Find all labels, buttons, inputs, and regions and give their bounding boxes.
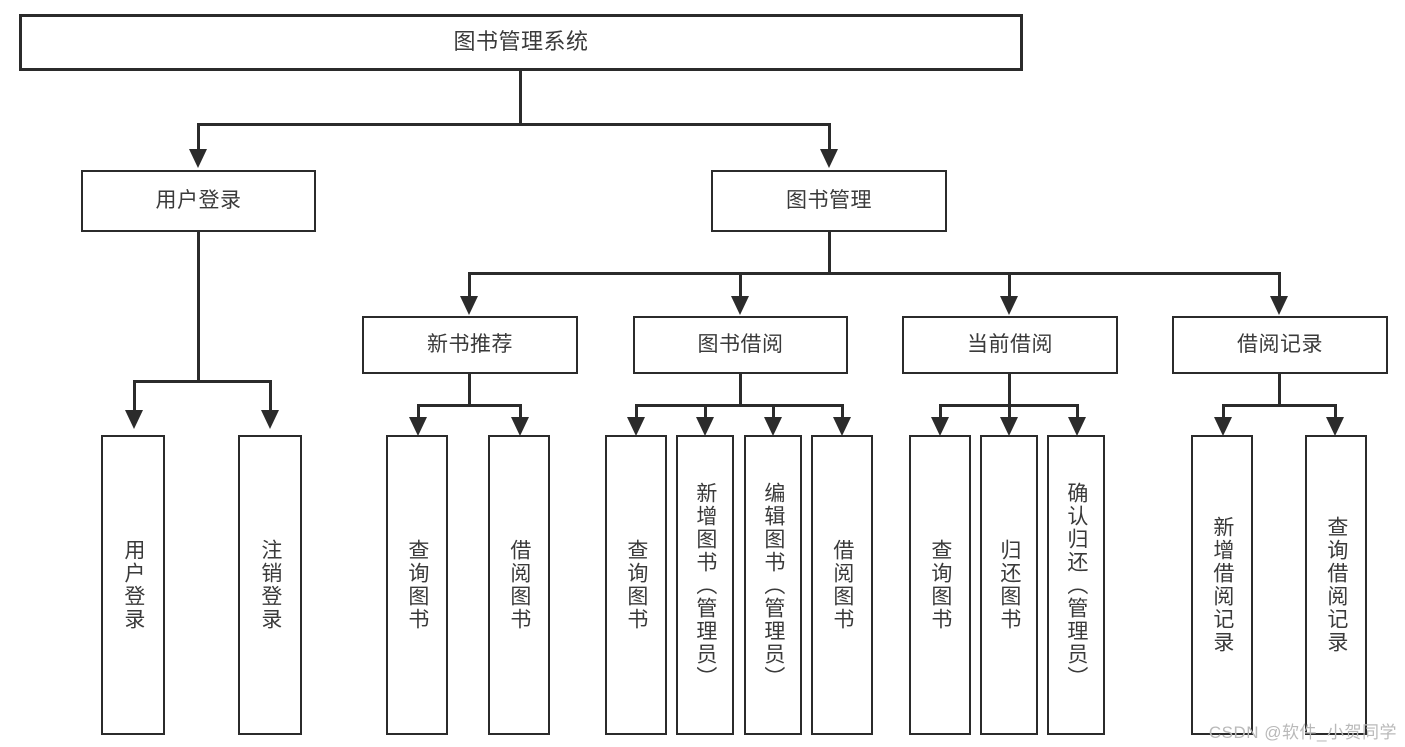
arrowhead-bb-leaf-2 [696,417,714,436]
connector-nbr-drop-1 [417,404,420,420]
connector-root-drop-user [197,123,200,151]
leaf-label: 归还图书 [997,539,1021,631]
arrowhead-cb-leaf-2 [1000,417,1018,436]
arrowhead-bb-leaf-4 [833,417,851,436]
connector-root-bus [197,123,830,126]
leaf-label: 注销登录 [258,539,282,631]
arrowhead-br-leaf-1 [1214,417,1232,436]
connector-cb-stem [1008,374,1011,406]
leaf-edit-book-admin[interactable]: 编辑图书（管理员） [744,435,802,735]
node-new-book-recommend[interactable]: 新书推荐 [362,316,578,374]
connector-nbr-drop-2 [519,404,522,420]
leaf-label: 查询借阅记录 [1324,516,1348,654]
connector-bb-drop-4 [841,404,844,420]
connector-user-login-stem [197,232,200,382]
leaf-label: 查询图书 [928,539,952,631]
connector-user-login-drop-1 [133,380,136,412]
arrowhead-root-to-user-login [189,149,207,168]
leaf-query-borrow-record[interactable]: 查询借阅记录 [1305,435,1367,735]
arrowhead-user-login-leaf-2 [261,410,279,429]
node-current-borrow[interactable]: 当前借阅 [902,316,1118,374]
connector-br-bus [1222,404,1336,407]
leaf-label: 查询图书 [405,539,429,631]
node-user-login[interactable]: 用户登录 [81,170,316,232]
leaf-label: 编辑图书（管理员） [761,481,785,689]
connector-book-management-bus [468,272,1281,275]
arrowhead-br-leaf-2 [1326,417,1344,436]
connector-book-management-stem [828,232,831,274]
connector-cb-drop-2 [1008,404,1011,420]
arrowhead-nbr-leaf-2 [511,417,529,436]
connector-cb-drop-3 [1076,404,1079,420]
leaf-add-borrow-record[interactable]: 新增借阅记录 [1191,435,1253,735]
connector-br-stem [1278,374,1281,406]
connector-bm-drop-2 [739,272,742,298]
connector-nbr-stem [468,374,471,406]
node-book-borrow[interactable]: 图书借阅 [633,316,848,374]
connector-nbr-bus [417,404,521,407]
leaf-label: 借阅图书 [830,539,854,631]
connector-bb-drop-1 [635,404,638,420]
leaf-label: 用户登录 [121,539,145,631]
leaf-query-book-cb[interactable]: 查询图书 [909,435,971,735]
connector-bm-drop-4 [1278,272,1281,298]
arrowhead-bm-to-book-borrow [731,296,749,315]
node-borrow-record[interactable]: 借阅记录 [1172,316,1388,374]
leaf-add-book-admin[interactable]: 新增图书（管理员） [676,435,734,735]
node-root-book-management-system[interactable]: 图书管理系统 [19,14,1023,71]
connector-cb-drop-1 [939,404,942,420]
leaf-user-login[interactable]: 用户登录 [101,435,165,735]
leaf-confirm-return-admin[interactable]: 确认归还（管理员） [1047,435,1105,735]
connector-br-drop-2 [1334,404,1337,420]
connector-user-login-bus [133,380,271,383]
leaf-borrow-book-nbr[interactable]: 借阅图书 [488,435,550,735]
arrowhead-bm-to-new-book-recommend [460,296,478,315]
leaf-label: 新增图书（管理员） [693,481,717,689]
arrowhead-bb-leaf-3 [764,417,782,436]
arrowhead-root-to-book-management [820,149,838,168]
node-book-management[interactable]: 图书管理 [711,170,947,232]
connector-bm-drop-3 [1008,272,1011,298]
arrowhead-bm-to-current-borrow [1000,296,1018,315]
leaf-label: 确认归还（管理员） [1064,481,1088,689]
arrowhead-bb-leaf-1 [627,417,645,436]
leaf-label: 新增借阅记录 [1210,516,1234,654]
connector-br-drop-1 [1222,404,1225,420]
connector-bb-bus [635,404,843,407]
arrowhead-cb-leaf-3 [1068,417,1086,436]
connector-bb-drop-2 [704,404,707,420]
connector-user-login-drop-2 [269,380,272,412]
leaf-query-book-bb[interactable]: 查询图书 [605,435,667,735]
arrowhead-user-login-leaf-1 [125,410,143,429]
connector-bb-stem [739,374,742,406]
leaf-borrow-book-bb[interactable]: 借阅图书 [811,435,873,735]
arrowhead-cb-leaf-1 [931,417,949,436]
connector-bb-drop-3 [772,404,775,420]
leaf-return-book[interactable]: 归还图书 [980,435,1038,735]
arrowhead-bm-to-borrow-record [1270,296,1288,315]
leaf-logout[interactable]: 注销登录 [238,435,302,735]
connector-root-drop-book [828,123,831,151]
leaf-label: 借阅图书 [507,539,531,631]
arrowhead-nbr-leaf-1 [409,417,427,436]
connector-bm-drop-1 [468,272,471,298]
leaf-query-book-nbr[interactable]: 查询图书 [386,435,448,735]
leaf-label: 查询图书 [624,539,648,631]
csdn-watermark: CSDN @软件_小贺同学 [1208,723,1397,742]
connector-root-stem [519,71,522,123]
